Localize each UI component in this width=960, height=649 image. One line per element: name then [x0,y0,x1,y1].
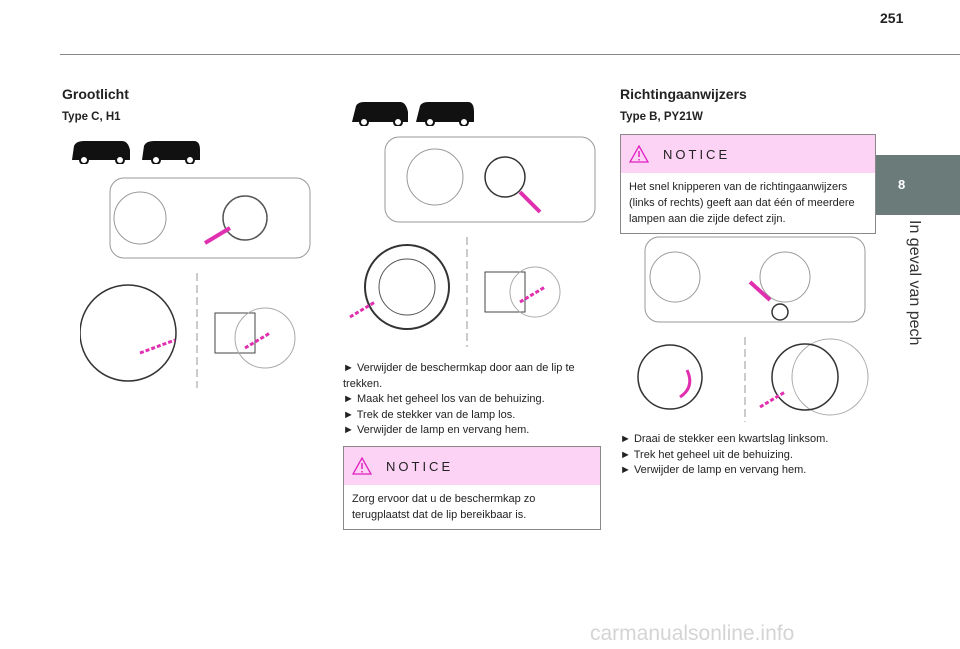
instruction-step: ► Draai de stekker een kwartslag linksom… [620,433,829,445]
section-title-richtingaanwijzers: Richtingaanwijzers [620,86,747,102]
instruction-step: ► Verwijder de beschermkap door aan de l… [343,362,575,390]
notice-text: Zorg ervoor dat u de beschermkap zo teru… [352,493,536,521]
instruction-step: ► Maak het geheel los van de behuizing. [343,393,545,405]
notice-label: NOTICE [663,146,731,162]
instruction-list: ► Draai de stekker een kwartslag linksom… [620,432,876,479]
chapter-number: 8 [898,177,906,192]
type-label: Type C, H1 [62,111,121,123]
chapter-title: In geval van pech [906,220,923,346]
van-icons [72,141,200,164]
section-title-grootlicht: Grootlicht [62,86,129,102]
headlamp-illustration-grootlicht [349,136,596,347]
headlamp-illustration-h1 [80,177,311,388]
header-divider [60,54,960,55]
warning-icon [352,457,372,475]
chapter-tab[interactable] [868,155,960,215]
watermark: carmanualsonline.info [590,622,795,645]
notice-box: NOTICE Het snel knipperen van de richtin… [620,134,876,234]
instruction-step: ► Trek het geheel uit de behuizing. [620,448,793,461]
page-number: 251 [880,10,904,26]
notice-label: NOTICE [386,458,454,474]
instruction-list: ► Verwijder de beschermkap door aan de l… [343,361,601,439]
instruction-step: ► Verwijder de lamp en vervang hem. [343,424,530,436]
warning-icon [629,145,649,163]
notice-text: Het snel knipperen van de richtingaanwij… [629,181,855,225]
van-icons [352,102,474,126]
instruction-step: ► Trek de stekker van de lamp los. [343,408,516,421]
headlamp-illustration-indicator [637,236,869,422]
type-label: Type B, PY21W [620,111,703,123]
instruction-step: ► Verwijder de lamp en vervang hem. [620,464,807,476]
notice-box: NOTICE Zorg ervoor dat u de beschermkap … [343,446,601,530]
